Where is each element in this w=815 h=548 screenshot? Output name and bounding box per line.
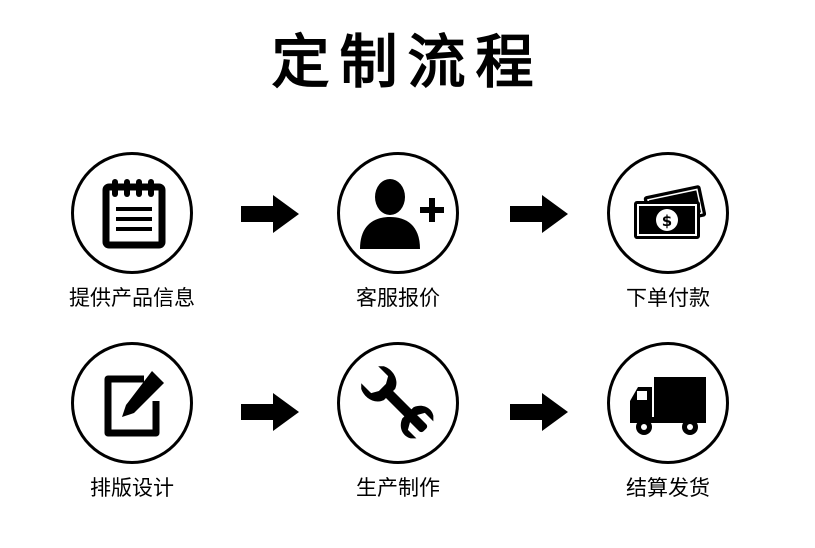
arrow-icon bbox=[510, 393, 568, 431]
step-label: 生产制作 bbox=[356, 476, 440, 500]
money-icon: $ bbox=[634, 185, 707, 239]
step-circle bbox=[337, 342, 459, 464]
arrow-icon bbox=[241, 393, 299, 431]
step-quote: 客服报价 bbox=[326, 152, 476, 332]
arrow-icon bbox=[241, 195, 299, 233]
step-label: 提供产品信息 bbox=[69, 286, 195, 310]
step-production: 生产制作 bbox=[326, 342, 476, 522]
arrow-icon bbox=[510, 195, 568, 233]
page-title: 定制流程 bbox=[271, 28, 544, 96]
step-label: 结算发货 bbox=[626, 476, 710, 500]
step-label: 下单付款 bbox=[626, 286, 710, 310]
notepad-icon bbox=[102, 179, 166, 249]
svg-text:$: $ bbox=[662, 212, 672, 230]
step-label: 排版设计 bbox=[90, 476, 174, 500]
step-circle bbox=[337, 152, 459, 274]
step-circle bbox=[607, 342, 729, 464]
step-circle bbox=[71, 152, 193, 274]
edit-icon bbox=[104, 371, 164, 437]
step-provide-info: 提供产品信息 bbox=[60, 152, 210, 332]
step-payment: $ 下单付款 bbox=[596, 152, 746, 332]
add-user-icon bbox=[360, 179, 444, 249]
truck-icon bbox=[630, 377, 706, 435]
wrench-icon bbox=[361, 366, 434, 439]
step-circle: $ bbox=[607, 152, 729, 274]
step-label: 客服报价 bbox=[356, 286, 440, 310]
step-design: 排版设计 bbox=[60, 342, 210, 522]
step-shipping: 结算发货 bbox=[596, 342, 746, 522]
step-circle bbox=[71, 342, 193, 464]
